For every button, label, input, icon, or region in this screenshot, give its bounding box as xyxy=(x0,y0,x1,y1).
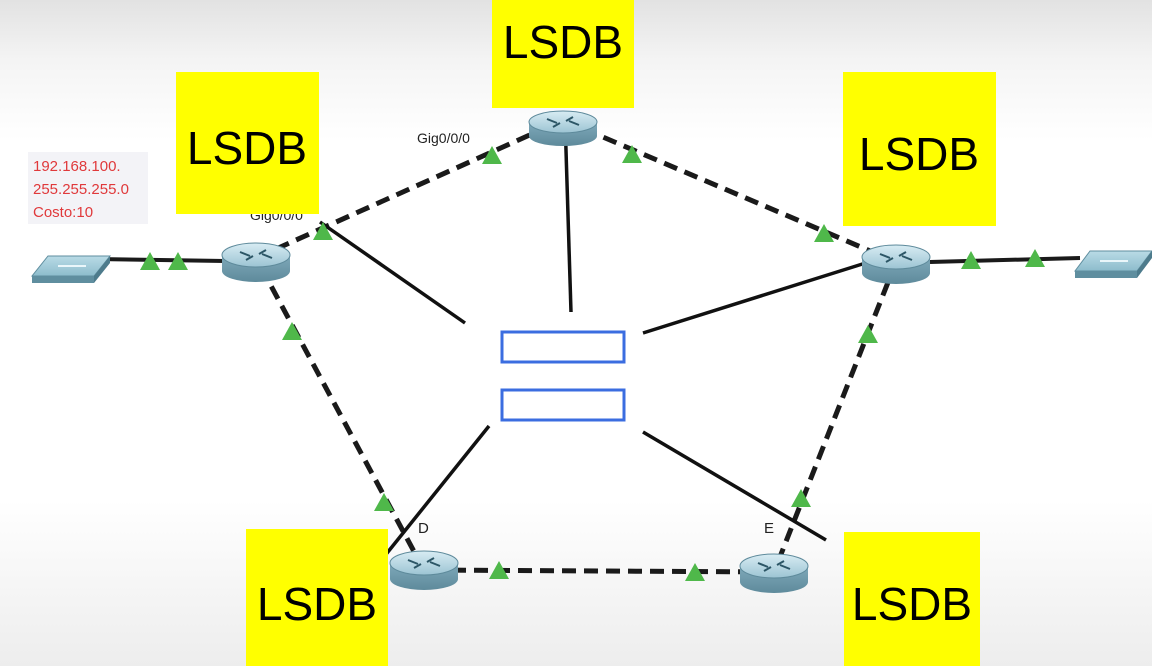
router-arrows xyxy=(546,116,580,128)
link-right-switch xyxy=(929,256,1081,264)
lsdb-label: LSDB xyxy=(503,16,623,68)
lsdb-box xyxy=(492,0,634,108)
link-up-arrow xyxy=(791,489,811,507)
sync-line-top xyxy=(563,117,573,313)
network-info-box xyxy=(28,152,148,224)
network-cost: Costo:10 xyxy=(33,204,93,221)
lsdb-label: LSDB xyxy=(852,578,972,630)
router-name-e: E xyxy=(764,520,774,537)
router-icon xyxy=(861,244,931,270)
link-up-arrow xyxy=(140,252,160,270)
router-arrows xyxy=(879,251,913,263)
link-left-switch xyxy=(94,257,226,263)
database-table-icon xyxy=(500,330,626,422)
router-d[interactable] xyxy=(389,550,459,590)
link-up-arrow xyxy=(313,222,333,240)
link-up-arrow xyxy=(814,224,834,242)
lsdb-box xyxy=(843,72,996,226)
link-bottomright-bottomleft xyxy=(423,567,775,575)
link-up-arrow xyxy=(482,146,502,164)
link-up-arrow xyxy=(1025,249,1045,267)
lsdb-box xyxy=(844,532,980,666)
network-mask: 255.255.255.0 xyxy=(33,181,129,198)
router-icon xyxy=(221,242,291,268)
interface-label-top: Gig0/0/0 xyxy=(417,130,470,146)
router-e[interactable] xyxy=(739,553,809,593)
lsdb-label: LSDB xyxy=(257,578,377,630)
link-left-top xyxy=(254,117,565,261)
lsdb-box xyxy=(176,72,319,214)
lsdb-bottom-right: LSDB xyxy=(844,532,980,666)
link-up-arrow xyxy=(168,252,188,270)
router-arrows xyxy=(757,560,791,572)
link-status-arrows xyxy=(140,145,1045,581)
switch-left[interactable] xyxy=(30,255,112,283)
lsdb-box xyxy=(246,529,388,666)
link-up-arrow xyxy=(685,563,705,581)
router-top[interactable] xyxy=(528,110,598,146)
switch-right[interactable] xyxy=(1074,250,1152,278)
switch-side xyxy=(94,256,110,283)
lsdb-right: LSDB xyxy=(843,72,996,226)
lsdb-left: LSDB xyxy=(176,72,319,214)
lsdb-label: LSDB xyxy=(859,128,979,180)
sync-line-left xyxy=(318,220,467,325)
link-up-arrow xyxy=(489,561,509,579)
db-row xyxy=(500,330,626,364)
link-up-arrow xyxy=(961,251,981,269)
network-info: 192.168.100. 255.255.255.0 Costo:10 xyxy=(28,152,148,224)
db-row xyxy=(500,388,626,422)
sync-line-bottomright xyxy=(642,430,827,542)
router-arrows xyxy=(239,249,273,261)
switch-side xyxy=(1137,251,1152,278)
router-left[interactable] xyxy=(221,242,291,282)
switch-front xyxy=(32,276,94,283)
link-up-arrow xyxy=(374,493,394,511)
router-icon xyxy=(739,553,809,579)
router-name-d: D xyxy=(418,520,429,537)
network-address: 192.168.100. xyxy=(33,158,121,175)
sync-line-right xyxy=(642,259,873,335)
router-icon xyxy=(389,550,459,576)
link-top-right xyxy=(562,117,897,265)
link-up-arrow xyxy=(858,325,878,343)
lsdb-top: LSDB xyxy=(492,0,634,108)
switch-links xyxy=(94,256,1081,264)
router-arrows xyxy=(407,557,441,569)
link-up-arrow xyxy=(622,145,642,163)
link-bottomleft-left xyxy=(253,256,427,572)
lsdb-label: LSDB xyxy=(187,122,307,174)
link-right-bottomright xyxy=(771,261,899,573)
switch-front xyxy=(1075,271,1137,278)
lsdb-bottom-left: LSDB xyxy=(246,529,388,666)
router-right[interactable] xyxy=(861,244,931,284)
router-icon xyxy=(528,110,598,134)
link-up-arrow xyxy=(282,322,302,340)
